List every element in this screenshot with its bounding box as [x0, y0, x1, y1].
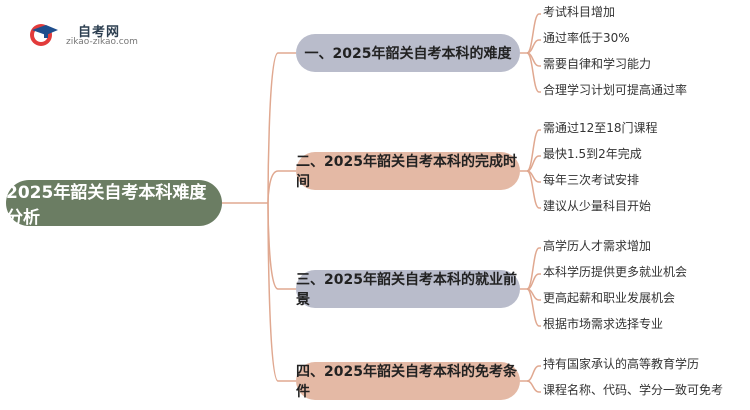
- leaf-item: 需要自律和学习能力: [543, 57, 652, 71]
- leaf-connector: [526, 247, 541, 290]
- logo-title: 自考网: [78, 25, 121, 40]
- branch-connector: [267, 202, 296, 382]
- site-logo[interactable]: 自考网 zikao-zikao.com: [28, 18, 148, 50]
- leaf-connector: [526, 365, 541, 382]
- leaf-connector: [526, 273, 541, 290]
- leaf-item: 课程名称、代码、学分一致可免考: [543, 383, 724, 397]
- leaf-item: 更高起薪和职业发展机会: [543, 291, 676, 305]
- leaf-connector: [526, 13, 541, 54]
- leaf-item: 每年三次考试安排: [543, 173, 640, 187]
- leaf-connector: [526, 155, 541, 172]
- branch-connector: [267, 202, 296, 290]
- branch-topic-4: 四、2025年韶关自考本科的免考条件: [296, 362, 520, 400]
- leaf-connector: [526, 52, 541, 93]
- branch-topic-2: 二、2025年韶关自考本科的完成时间: [296, 152, 520, 190]
- branch-connector: [267, 170, 296, 204]
- leaf-item: 考试科目增加: [543, 5, 616, 19]
- leaf-item: 持有国家承认的高等教育学历: [543, 357, 700, 371]
- root-topic: 2025年韶关自考本科难度分析: [6, 180, 222, 228]
- graduation-cap-icon: [30, 24, 58, 46]
- leaf-item: 最快1.5到2年完成: [543, 147, 642, 161]
- leaf-item: 通过率低于30%: [543, 31, 630, 45]
- branch-topic-3: 三、2025年韶关自考本科的就业前景: [296, 270, 520, 308]
- leaf-item: 需通过12至18门课程: [543, 121, 658, 135]
- leaf-item: 本科学历提供更多就业机会: [543, 265, 688, 279]
- logo-url: zikao-zikao.com: [66, 37, 138, 47]
- branch-topic-1: 一、2025年韶关自考本科的难度: [296, 34, 520, 72]
- branch-connector: [267, 52, 296, 204]
- leaf-connector: [526, 288, 541, 327]
- leaf-connector: [526, 129, 541, 172]
- leaf-connector: [526, 170, 541, 209]
- leaf-item: 建议从少量科目开始: [543, 199, 652, 213]
- leaf-connector: [526, 39, 541, 54]
- leaf-item: 高学历人才需求增加: [543, 239, 652, 253]
- leaf-connector: [526, 380, 541, 393]
- leaf-item: 根据市场需求选择专业: [543, 317, 664, 331]
- leaf-item: 合理学习计划可提高通过率: [543, 83, 688, 97]
